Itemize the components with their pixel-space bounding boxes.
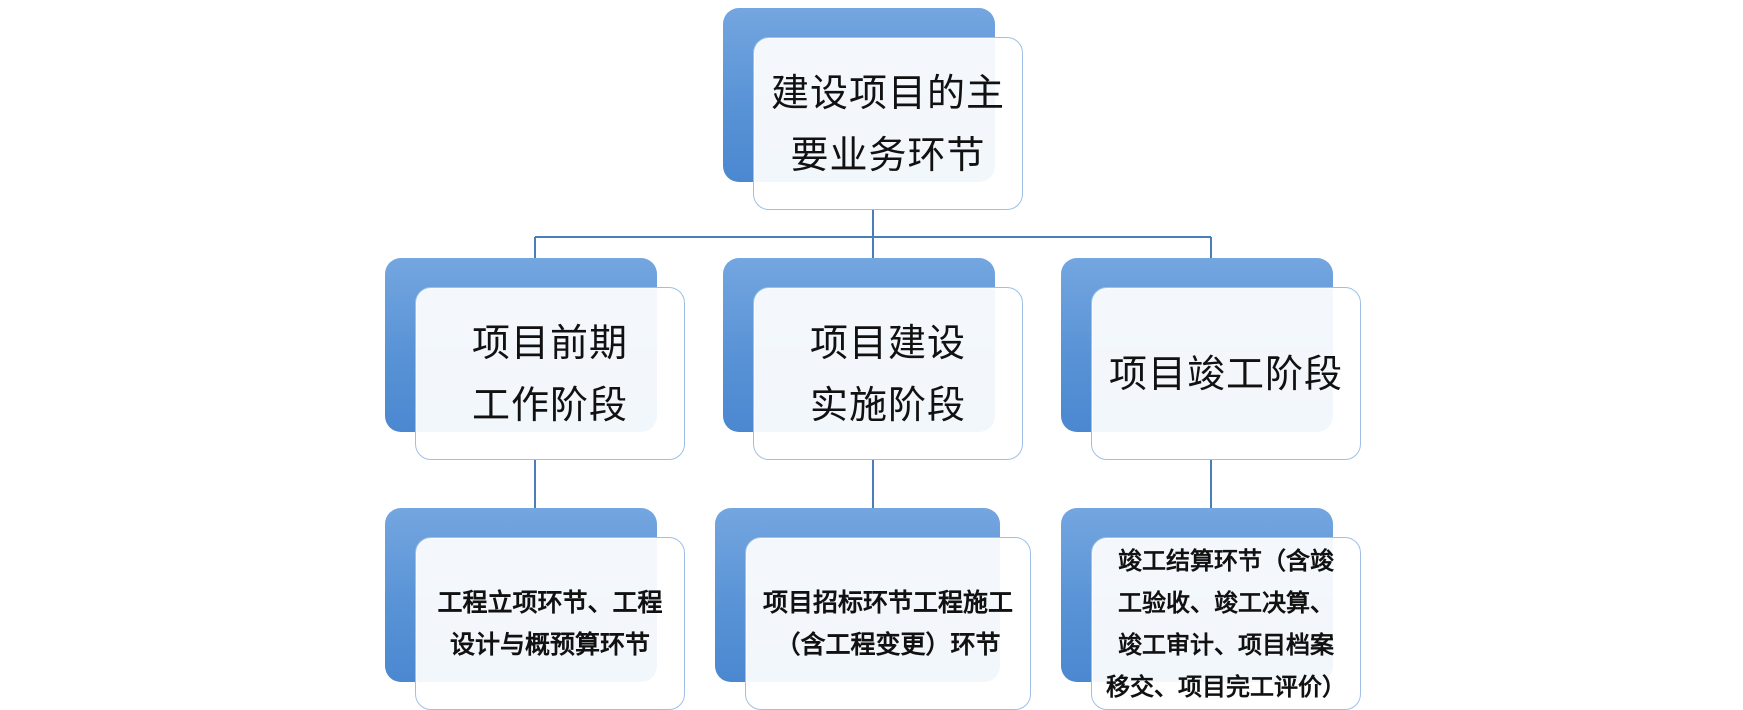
detail-node-preliminary: 工程立项环节、工程 设计与概预算环节 — [385, 508, 685, 710]
detail-node-construction: 项目招标环节工程施工 （含工程变更）环节 — [715, 508, 1031, 710]
root-node-label: 建设项目的主 要业务环节 — [770, 70, 1005, 177]
stage-node-label: 项目前期 工作阶段 — [471, 320, 628, 427]
detail-node-box: 竣工结算环节（含竣 工验收、竣工决算、 竣工审计、项目档案 移交、项目完工评价） — [1091, 537, 1361, 710]
stage-node-box: 项目建设 实施阶段 — [753, 287, 1023, 460]
stage-node-label: 项目竣工阶段 — [1108, 351, 1343, 396]
detail-node-label: 项目招标环节工程施工 （含工程变更）环节 — [762, 587, 1013, 659]
root-node-box: 建设项目的主 要业务环节 — [753, 37, 1023, 210]
detail-node-box: 项目招标环节工程施工 （含工程变更）环节 — [745, 537, 1031, 710]
detail-node-label: 工程立项环节、工程 设计与概预算环节 — [437, 587, 663, 659]
detail-node-box: 工程立项环节、工程 设计与概预算环节 — [415, 537, 685, 710]
stage-node-box: 项目竣工阶段 — [1091, 287, 1361, 460]
root-node: 建设项目的主 要业务环节 — [723, 8, 1023, 210]
stage-node-preliminary: 项目前期 工作阶段 — [385, 258, 685, 460]
stage-node-completion: 项目竣工阶段 — [1061, 258, 1361, 460]
stage-node-box: 项目前期 工作阶段 — [415, 287, 685, 460]
stage-node-label: 项目建设 实施阶段 — [809, 320, 966, 427]
stage-node-construction: 项目建设 实施阶段 — [723, 258, 1023, 460]
detail-node-label: 竣工结算环节（含竣 工验收、竣工决算、 竣工审计、项目档案 移交、项目完工评价） — [1106, 546, 1346, 701]
detail-node-completion: 竣工结算环节（含竣 工验收、竣工决算、 竣工审计、项目档案 移交、项目完工评价） — [1061, 508, 1361, 710]
